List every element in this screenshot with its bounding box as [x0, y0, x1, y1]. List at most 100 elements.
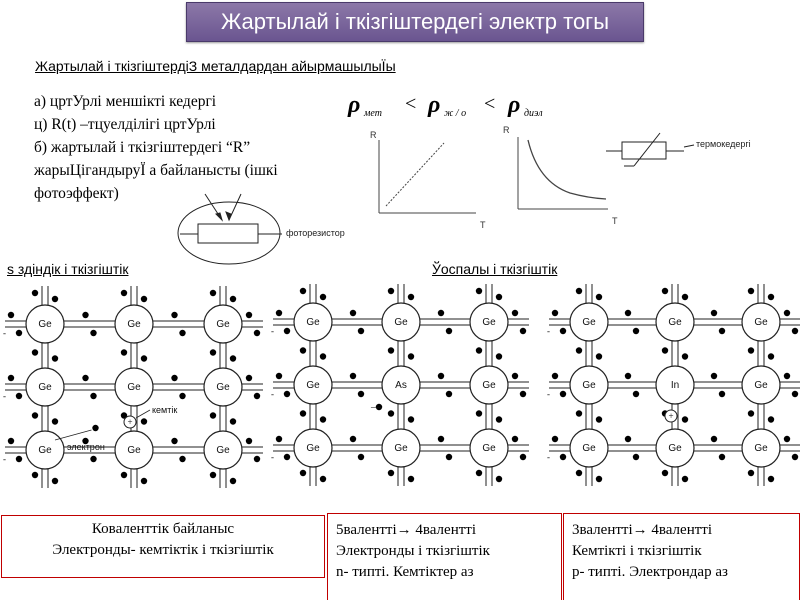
valence-electron — [445, 327, 453, 335]
valence-electron — [595, 293, 603, 301]
valence-electron — [783, 309, 791, 317]
valence-electron — [783, 435, 791, 443]
atom-label: Ge — [216, 382, 230, 393]
valence-electron — [229, 418, 237, 425]
valence-electron — [140, 295, 148, 303]
atom-circle — [569, 428, 609, 468]
atom-circle — [569, 365, 609, 405]
extra-electron — [375, 403, 383, 411]
valence-electron — [519, 453, 527, 461]
minus-sign: - — [3, 454, 6, 464]
valence-electron — [710, 435, 718, 443]
atom-label: In — [671, 380, 679, 391]
valence-electron — [681, 353, 689, 360]
valence-electron — [575, 410, 583, 417]
thermistor-symbol: термокедергі — [606, 132, 751, 167]
valence-electron — [551, 435, 559, 443]
valence-electron — [407, 353, 415, 360]
valence-electron — [632, 390, 640, 398]
metal-resistance-graph: R T — [370, 130, 486, 230]
valence-electron — [475, 469, 483, 477]
valence-electron — [319, 293, 327, 301]
valence-electron — [140, 418, 148, 425]
covalent-box: Коваленттік байланыс Электронды- кемтікт… — [1, 515, 325, 578]
atom-circle — [293, 302, 333, 342]
atom-label: Ge — [668, 443, 682, 454]
atom-circle — [114, 430, 154, 470]
valence-electron — [495, 353, 503, 360]
valence-electron — [559, 390, 567, 398]
box1-line1: Коваленттік байланыс — [91, 521, 235, 537]
valence-electron — [681, 475, 689, 483]
valence-electron — [82, 311, 89, 319]
valence-electron — [209, 471, 217, 479]
atom-circle — [25, 430, 65, 470]
valence-electron — [90, 392, 97, 400]
box1-line2: Электронды- кемтіктік і ткізгіштік — [52, 542, 274, 558]
property-item: б) жартылай і ткізгіштердегі “R” — [34, 139, 251, 156]
valence-electron — [31, 471, 39, 479]
box2-line3: n- типті. Кемтіктер аз — [336, 564, 474, 580]
atom-label: Ge — [754, 443, 768, 454]
valence-electron — [229, 477, 237, 485]
valence-electron — [51, 355, 59, 362]
atom-label: Ge — [127, 445, 141, 456]
valence-electron — [624, 372, 632, 380]
valence-electron — [387, 347, 395, 354]
valence-electron — [120, 349, 128, 356]
valence-electron — [299, 287, 307, 295]
atom-label: Ge — [38, 319, 52, 330]
valence-electron — [179, 392, 186, 400]
valence-electron — [90, 455, 97, 463]
atom-label: Ge — [668, 317, 682, 328]
valence-electron — [783, 372, 791, 380]
minus-sign: - — [547, 389, 550, 399]
valence-electron — [551, 309, 559, 317]
valence-electron — [632, 327, 640, 335]
valence-electron — [747, 347, 755, 354]
atom-circle — [293, 365, 333, 405]
valence-electron — [445, 390, 453, 398]
valence-electron — [179, 455, 186, 463]
photoresistor-label: фоторезистор — [286, 228, 345, 238]
atom-circle — [741, 365, 781, 405]
minus-sign: - — [3, 391, 6, 401]
atom-label: Ge — [482, 380, 496, 391]
valence-electron — [511, 309, 519, 317]
atom-label: As — [395, 380, 407, 391]
rho-1: ρ — [347, 92, 360, 118]
valence-electron — [407, 416, 415, 423]
valence-electron — [575, 287, 583, 295]
subtitle: Жартылай і ткізгіштердіЗ металдардан айы… — [35, 58, 396, 74]
valence-electron — [245, 437, 253, 445]
atom-label: Ge — [582, 380, 596, 391]
atom-circle — [25, 367, 65, 407]
box3-line2: Кемтікті і ткізгіштік — [572, 543, 702, 559]
valence-electron — [575, 347, 583, 354]
atom-label: Ge — [754, 380, 768, 391]
valence-electron — [710, 372, 718, 380]
pointer-line — [135, 409, 151, 419]
box2-line2: Электронды і ткізгіштік — [336, 543, 490, 559]
valence-electron — [283, 453, 291, 461]
box3-line3: p- типті. Электрондар аз — [572, 564, 728, 580]
valence-electron — [407, 475, 415, 483]
valence-electron — [51, 477, 59, 485]
valence-electron — [51, 295, 59, 303]
atom-label: Ge — [216, 445, 230, 456]
valence-electron — [632, 453, 640, 461]
valence-electron — [120, 289, 128, 297]
graph1-xlabel: T — [480, 220, 486, 230]
valence-electron — [624, 435, 632, 443]
atom-circle — [114, 367, 154, 407]
valence-electron — [82, 374, 89, 382]
valence-electron — [595, 353, 603, 360]
valence-electron — [253, 392, 261, 400]
valence-electron — [82, 437, 89, 445]
atom-circle — [293, 428, 333, 468]
hole-marker — [123, 415, 137, 429]
valence-electron — [349, 309, 357, 317]
valence-electron — [387, 469, 395, 477]
valence-electron — [747, 469, 755, 477]
